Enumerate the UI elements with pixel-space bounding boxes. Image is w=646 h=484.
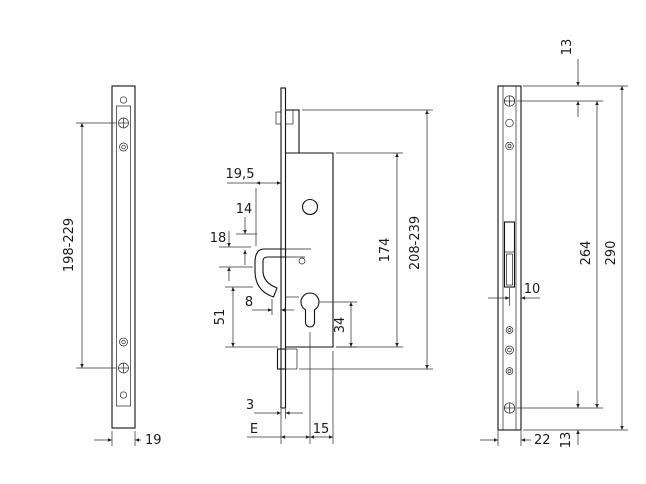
dim-label-34: 34 [333, 317, 348, 334]
left-view-faceplate [111, 85, 136, 429]
faceplate-strip [111, 85, 136, 429]
mounting-screw [118, 117, 129, 129]
dim-left-width: 19 [94, 431, 162, 448]
dim-label-14: 14 [236, 202, 253, 217]
dim-label-backset: E [250, 422, 258, 437]
follower-hole [301, 198, 319, 216]
lock-case [284, 152, 334, 348]
dim-8: 8 [245, 295, 294, 315]
dim-label-right-total: 290 [604, 241, 619, 266]
dim-label-right-width: 22 [534, 433, 551, 448]
dim-screw-span: 198-229 [62, 122, 116, 369]
front-view-lock-body [254, 87, 334, 409]
dim-18: 18 [210, 231, 253, 281]
dim-label-18: 18 [210, 231, 227, 246]
dim-label-hook-projection: 19,5 [226, 167, 255, 182]
dim-label-8: 8 [245, 295, 253, 310]
dim-overall-range: 208-239 [299, 109, 433, 370]
dim-51: 51 [213, 286, 278, 348]
dim-label-screw-span: 198-229 [62, 218, 77, 272]
dim-10: 10 [488, 282, 540, 306]
dim-hook-projection: 19,5 [226, 167, 281, 246]
dim-label-overall-range: 208-239 [408, 216, 423, 270]
dim-backset: E [247, 422, 310, 439]
dim-label-left-width: 19 [145, 433, 162, 448]
dim-label-right-bottom-offset: 13 [559, 432, 574, 449]
bottom-latch [276, 348, 298, 370]
dim-case-height: 174 [336, 152, 403, 348]
latch-window [503, 221, 516, 288]
mounting-screw [503, 95, 516, 107]
dim-right-span: 264 [517, 101, 603, 409]
dim-label-faceplate-thickness: 3 [246, 398, 254, 413]
dim-right-total: 290 [523, 85, 628, 431]
dim-label-15: 15 [313, 422, 330, 437]
faceplate-edge [280, 87, 287, 409]
upper-latch-guide [275, 109, 300, 154]
right-view-strike-plate [497, 85, 522, 431]
strike-plate [497, 85, 522, 431]
dim-15: 15 [309, 332, 334, 444]
dim-14: 14 [236, 202, 257, 265]
dim-34: 34 [320, 301, 357, 348]
dim-right-bottom-offset: 13 [559, 391, 580, 449]
dim-right-width: 22 [480, 431, 551, 448]
euro-cylinder-cutout [300, 292, 320, 328]
dim-label-case-height: 174 [378, 238, 393, 263]
mounting-screw [118, 362, 129, 374]
dim-right-top-offset: 13 [517, 39, 603, 117]
dim-label-right-span: 264 [579, 241, 594, 266]
hook-bolt [254, 248, 311, 298]
pivot-pin [298, 257, 306, 265]
mounting-screw [503, 402, 516, 414]
screw-hole [119, 96, 128, 104]
dim-label-right-top-offset: 13 [560, 39, 575, 56]
dim-label-10: 10 [524, 282, 541, 297]
dim-label-51: 51 [213, 309, 228, 326]
